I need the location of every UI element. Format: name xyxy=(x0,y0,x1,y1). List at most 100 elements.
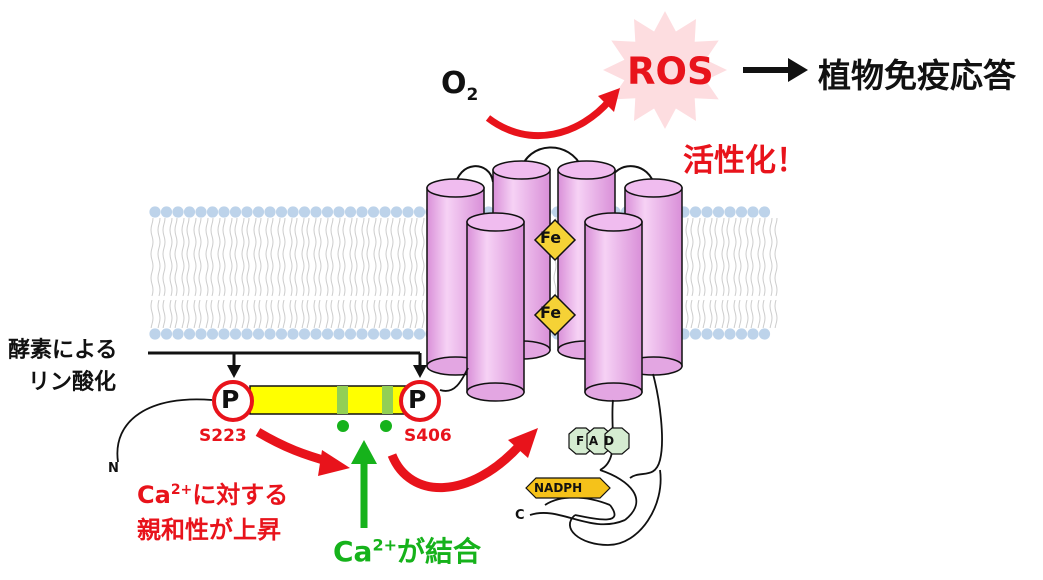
cytoplasmic-tail xyxy=(529,373,663,546)
lipid-head xyxy=(356,328,368,340)
affinity-label-line1: Ca2+に対する xyxy=(137,475,288,510)
kinase-label-line2: リン酸化 xyxy=(28,370,117,395)
lipid-head xyxy=(287,328,299,340)
fe-diamond-upper xyxy=(533,218,577,262)
nadph-shape xyxy=(525,477,611,499)
lipid-head xyxy=(735,328,748,340)
lipid-head xyxy=(356,206,368,218)
lipid-head xyxy=(264,206,276,218)
activation-arrow xyxy=(387,441,524,492)
lipid-head xyxy=(264,328,276,340)
lipid-head xyxy=(333,206,345,218)
kinase-label-line1: 酵素による xyxy=(8,338,118,363)
helix-3 xyxy=(466,212,525,402)
ros-to-immunity-arrowhead xyxy=(788,58,808,82)
affinity-charge: 2+ xyxy=(170,482,193,498)
o2-label-subscript: 2 xyxy=(466,85,479,105)
lipid-head xyxy=(218,328,230,340)
lipid-head xyxy=(252,328,265,340)
fe-label-lower: Fe xyxy=(540,303,562,322)
lipid-head xyxy=(298,206,311,218)
affinity-arrowhead xyxy=(318,450,350,476)
ef-hand-domain xyxy=(249,385,411,415)
o2-to-ros-arrowhead xyxy=(598,88,620,112)
site-s223-label: S223 xyxy=(199,426,247,446)
heme-groups xyxy=(533,218,577,337)
lipid-head xyxy=(747,206,759,218)
lipid-head xyxy=(287,206,299,218)
lipid-head xyxy=(344,206,357,218)
o2-to-ros-arrow xyxy=(485,97,613,140)
lipid-head xyxy=(390,206,403,218)
fe-label-upper: Fe xyxy=(540,228,562,247)
lipid-head xyxy=(298,328,311,340)
affinity-label-line2: 親和性が上昇 xyxy=(137,516,281,544)
c-terminus-label: C xyxy=(515,508,525,523)
binding-rest: が結合 xyxy=(397,535,482,568)
activation-label: 活性化！ xyxy=(683,143,807,179)
o2-label-main: O xyxy=(441,66,467,101)
lipid-head xyxy=(402,328,414,340)
domain-linker xyxy=(439,367,469,392)
lipid-head xyxy=(160,206,173,218)
binding-ca: Ca xyxy=(333,535,373,568)
binding-charge: 2+ xyxy=(372,535,397,555)
ef-hand-motif-2 xyxy=(382,386,393,414)
lipid-head xyxy=(333,328,345,340)
phospho-circle-right xyxy=(399,380,441,422)
bracket-arrowhead-left xyxy=(227,365,241,378)
lipid-head xyxy=(758,328,771,340)
ef-hand-motif-1 xyxy=(337,386,348,414)
lipid-head xyxy=(724,328,736,340)
lipid-head xyxy=(218,206,230,218)
lipid-head xyxy=(712,206,725,218)
lipid-head xyxy=(149,206,161,218)
lipid-head xyxy=(367,328,380,340)
affinity-rest: に対する xyxy=(192,481,289,509)
lipid-head xyxy=(321,206,334,218)
lipid-head xyxy=(379,206,391,218)
fad-shape xyxy=(568,427,630,455)
lipid-head xyxy=(252,206,265,218)
lipid-head xyxy=(275,328,288,340)
fe-diamond-lower xyxy=(533,293,577,337)
lipid-head xyxy=(390,328,403,340)
phosphorylation-bracket xyxy=(148,351,422,368)
lipid-head xyxy=(160,328,173,340)
lipid-head xyxy=(241,206,253,218)
lipid-head xyxy=(735,206,748,218)
phospho-label-right: P xyxy=(408,385,427,414)
lipid-head xyxy=(689,206,702,218)
lipid-head xyxy=(758,206,771,218)
affinity-arrow xyxy=(255,428,332,467)
lipid-head xyxy=(701,206,713,218)
affinity-ca: Ca xyxy=(137,481,171,509)
phospho-circle-left xyxy=(212,380,254,422)
lipid-head xyxy=(183,206,196,218)
site-s406-label: S406 xyxy=(404,426,452,446)
phospho-label-left: P xyxy=(221,385,240,414)
helix-5 xyxy=(584,212,643,402)
lipid-head xyxy=(206,206,219,218)
n-terminus-label: N xyxy=(108,461,119,476)
lipid-head xyxy=(747,328,759,340)
lipid-head xyxy=(701,328,713,340)
lipid-head xyxy=(229,206,242,218)
lipid-head xyxy=(172,206,184,218)
lipid-head xyxy=(149,328,161,340)
ros-burst xyxy=(603,11,727,129)
plant-immunity-label: 植物免疫応答 xyxy=(818,56,1016,95)
lipid-head xyxy=(413,328,426,340)
lipid-head xyxy=(724,206,736,218)
lipid-head xyxy=(379,328,391,340)
ros-label: ROS xyxy=(627,50,714,93)
lipid-head xyxy=(310,328,322,340)
lipid-head xyxy=(310,206,322,218)
lipid-head xyxy=(183,328,196,340)
calcium-binding-label: Ca2+が結合 xyxy=(333,530,481,570)
lipid-head xyxy=(229,328,242,340)
lipid-head xyxy=(275,206,288,218)
bracket-arrowhead-right xyxy=(413,365,427,378)
lipid-head xyxy=(689,328,702,340)
